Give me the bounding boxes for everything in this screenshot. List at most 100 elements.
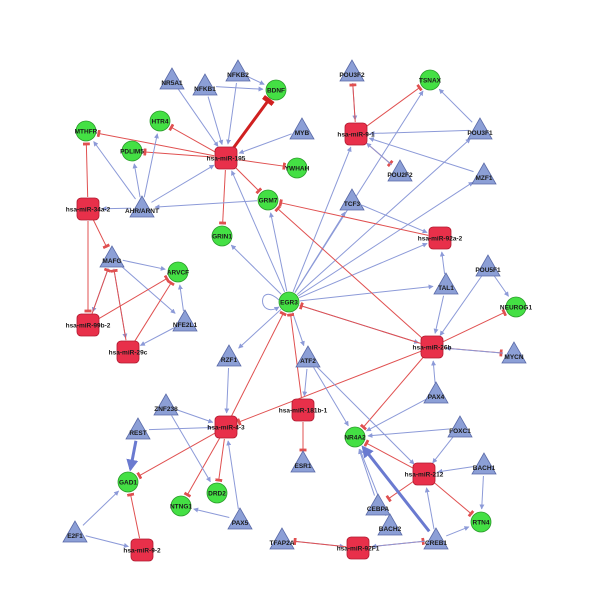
node-label: ESR1 bbox=[295, 463, 312, 470]
node-tfap2a[interactable]: TFAP2A bbox=[269, 527, 295, 550]
edge-mir26b-to-nr4a2 bbox=[359, 355, 425, 431]
node-mafg[interactable]: MAFG bbox=[99, 245, 125, 268]
edge-mir195-to-grin1 bbox=[219, 169, 227, 225]
node-pou3f1[interactable]: POU3F1 bbox=[467, 117, 493, 140]
node-arvcf[interactable]: ARVCF bbox=[167, 261, 189, 283]
tf-triangle bbox=[125, 417, 151, 440]
node-mir91[interactable]: hsa-miR-9-1 bbox=[337, 122, 375, 146]
node-htr4[interactable]: HTR4 bbox=[149, 110, 171, 132]
edge-egr3-to-tcf3 bbox=[294, 211, 346, 293]
edge-mir43-to-drd2 bbox=[215, 438, 225, 482]
node-mir99b[interactable]: hsa-miR-99b-2 bbox=[66, 313, 111, 337]
node-nr4a2[interactable]: NR4A2 bbox=[344, 426, 366, 448]
node-bach1[interactable]: BACH1 bbox=[471, 452, 497, 475]
node-mzf1[interactable]: MZF1 bbox=[471, 162, 497, 185]
node-rzf1[interactable]: RZF1 bbox=[216, 344, 242, 367]
node-cebpa[interactable]: CEBPA bbox=[365, 493, 391, 516]
edge-egr3-to-grin1 bbox=[230, 244, 282, 295]
node-pou3f2[interactable]: POU3F2 bbox=[339, 59, 365, 82]
edge-egr3-to-atf2 bbox=[292, 312, 305, 347]
node-nr5a1[interactable]: NR5A1 bbox=[159, 67, 185, 90]
edge-mir99b-to-mafg bbox=[91, 267, 112, 314]
node-label: DRD2 bbox=[208, 491, 226, 498]
node-mir212[interactable]: hsa-miR-212 bbox=[405, 462, 444, 486]
node-label: hsa-miR-92F1 bbox=[337, 546, 380, 553]
node-ntng1[interactable]: NTNG1 bbox=[170, 495, 192, 517]
node-pax5[interactable]: PAX5 bbox=[227, 507, 253, 530]
node-mir92a[interactable]: hsa-miR-92a-2 bbox=[418, 226, 463, 250]
mirna-square bbox=[214, 146, 238, 170]
node-tcf3[interactable]: TCF3 bbox=[339, 188, 365, 211]
edge-mir195-to-ywhah bbox=[237, 159, 287, 170]
node-foxc1[interactable]: FOXC1 bbox=[447, 415, 473, 438]
edge-pax5-to-ntng1 bbox=[193, 507, 230, 518]
node-grm7[interactable]: GRM7 bbox=[257, 189, 279, 211]
node-mycn[interactable]: MYCN bbox=[501, 341, 527, 364]
node-nfe2l1[interactable]: NFE2L1 bbox=[172, 309, 198, 332]
edge-nr5a1-to-mir195 bbox=[177, 88, 219, 147]
node-mir43[interactable]: hsa-miR-4-3 bbox=[207, 415, 245, 439]
node-mir92f1[interactable]: hsa-miR-92F1 bbox=[337, 536, 380, 560]
node-label: CREB1 bbox=[425, 540, 447, 547]
node-esr1[interactable]: ESR1 bbox=[290, 450, 316, 473]
node-tsnax[interactable]: TSNAX bbox=[419, 69, 442, 91]
node-mir29c[interactable]: hsa-miR-29c bbox=[109, 340, 148, 364]
node-znf238[interactable]: ZNF238 bbox=[153, 393, 179, 416]
edge-mir26b-to-mir43 bbox=[236, 350, 421, 426]
gene-circle bbox=[505, 296, 527, 318]
node-e2f1[interactable]: E2F1 bbox=[62, 520, 88, 543]
node-ahrarnt[interactable]: AHR/ARNT bbox=[125, 195, 159, 218]
gene-circle bbox=[206, 482, 228, 504]
edge-pou5f1-to-mir26b bbox=[439, 275, 483, 336]
node-label: RTN4 bbox=[473, 520, 490, 527]
node-mir26b[interactable]: hsa-miR-26b bbox=[412, 335, 452, 359]
mirna-square bbox=[346, 536, 370, 560]
node-grin1[interactable]: GRIN1 bbox=[211, 225, 233, 247]
node-pax4[interactable]: PAX4 bbox=[423, 381, 449, 404]
node-label: hsa-miR-9-1 bbox=[337, 132, 375, 139]
node-pou5f1[interactable]: POU5F1 bbox=[475, 254, 501, 277]
node-egr3[interactable]: EGR3 bbox=[278, 291, 300, 313]
node-bach2[interactable]: BACH2 bbox=[377, 513, 403, 536]
tf-triangle bbox=[172, 309, 198, 332]
edge-foxc1-to-mir212 bbox=[432, 436, 454, 464]
node-bdnf[interactable]: BDNF bbox=[265, 79, 287, 101]
node-neurog1[interactable]: NEUROG1 bbox=[500, 296, 533, 318]
node-label: POU2F2 bbox=[387, 172, 413, 179]
edge-mzf1-to-mir91 bbox=[368, 137, 474, 173]
edge-bach1-to-rtn4 bbox=[479, 475, 485, 510]
tf-triangle bbox=[290, 450, 316, 473]
node-label: PDLIM5 bbox=[120, 149, 144, 156]
node-drd2[interactable]: DRD2 bbox=[206, 482, 228, 504]
node-nfkb1[interactable]: NFKB1 bbox=[192, 73, 218, 96]
tf-triangle bbox=[467, 117, 493, 140]
edge-mir195-to-htr4 bbox=[168, 123, 216, 153]
node-atf2[interactable]: ATF2 bbox=[295, 345, 321, 368]
node-mir342[interactable]: hsa-miR-34a-2 bbox=[66, 197, 111, 221]
node-rest[interactable]: REST bbox=[125, 417, 151, 440]
node-pou2f2[interactable]: POU2F2 bbox=[387, 159, 413, 182]
node-mir181b[interactable]: hsa-miR-181b-1 bbox=[279, 398, 328, 422]
node-rtn4[interactable]: RTN4 bbox=[470, 511, 492, 533]
edge-egr3-to-mir195 bbox=[231, 170, 286, 293]
node-label: NR4A2 bbox=[344, 435, 366, 442]
node-mthfr[interactable]: MTHFR bbox=[75, 120, 98, 142]
tf-triangle bbox=[289, 117, 315, 140]
node-mir195[interactable]: hsa-miR-195 bbox=[207, 146, 246, 170]
node-nfkb2[interactable]: NFKB2 bbox=[225, 59, 251, 82]
tf-triangle bbox=[192, 73, 218, 96]
node-creb1[interactable]: CREB1 bbox=[423, 527, 449, 550]
node-gad1[interactable]: GAD1 bbox=[117, 471, 139, 493]
node-myb[interactable]: MYB bbox=[289, 117, 315, 140]
edge-mir43-to-egr3 bbox=[230, 310, 287, 417]
node-label: MTHFR bbox=[75, 129, 98, 136]
node-ywhah[interactable]: YWHAH bbox=[285, 157, 310, 179]
node-pdlim5[interactable]: PDLIM5 bbox=[120, 140, 144, 162]
edge-mir26b-to-grm7 bbox=[274, 205, 424, 340]
node-mir92[interactable]: hsa-miR-9-2 bbox=[123, 538, 161, 562]
tf-triangle bbox=[387, 159, 413, 182]
node-tal1[interactable]: TAL1 bbox=[433, 272, 459, 295]
node-label: YWHAH bbox=[285, 166, 310, 173]
mirna-square bbox=[76, 197, 100, 221]
